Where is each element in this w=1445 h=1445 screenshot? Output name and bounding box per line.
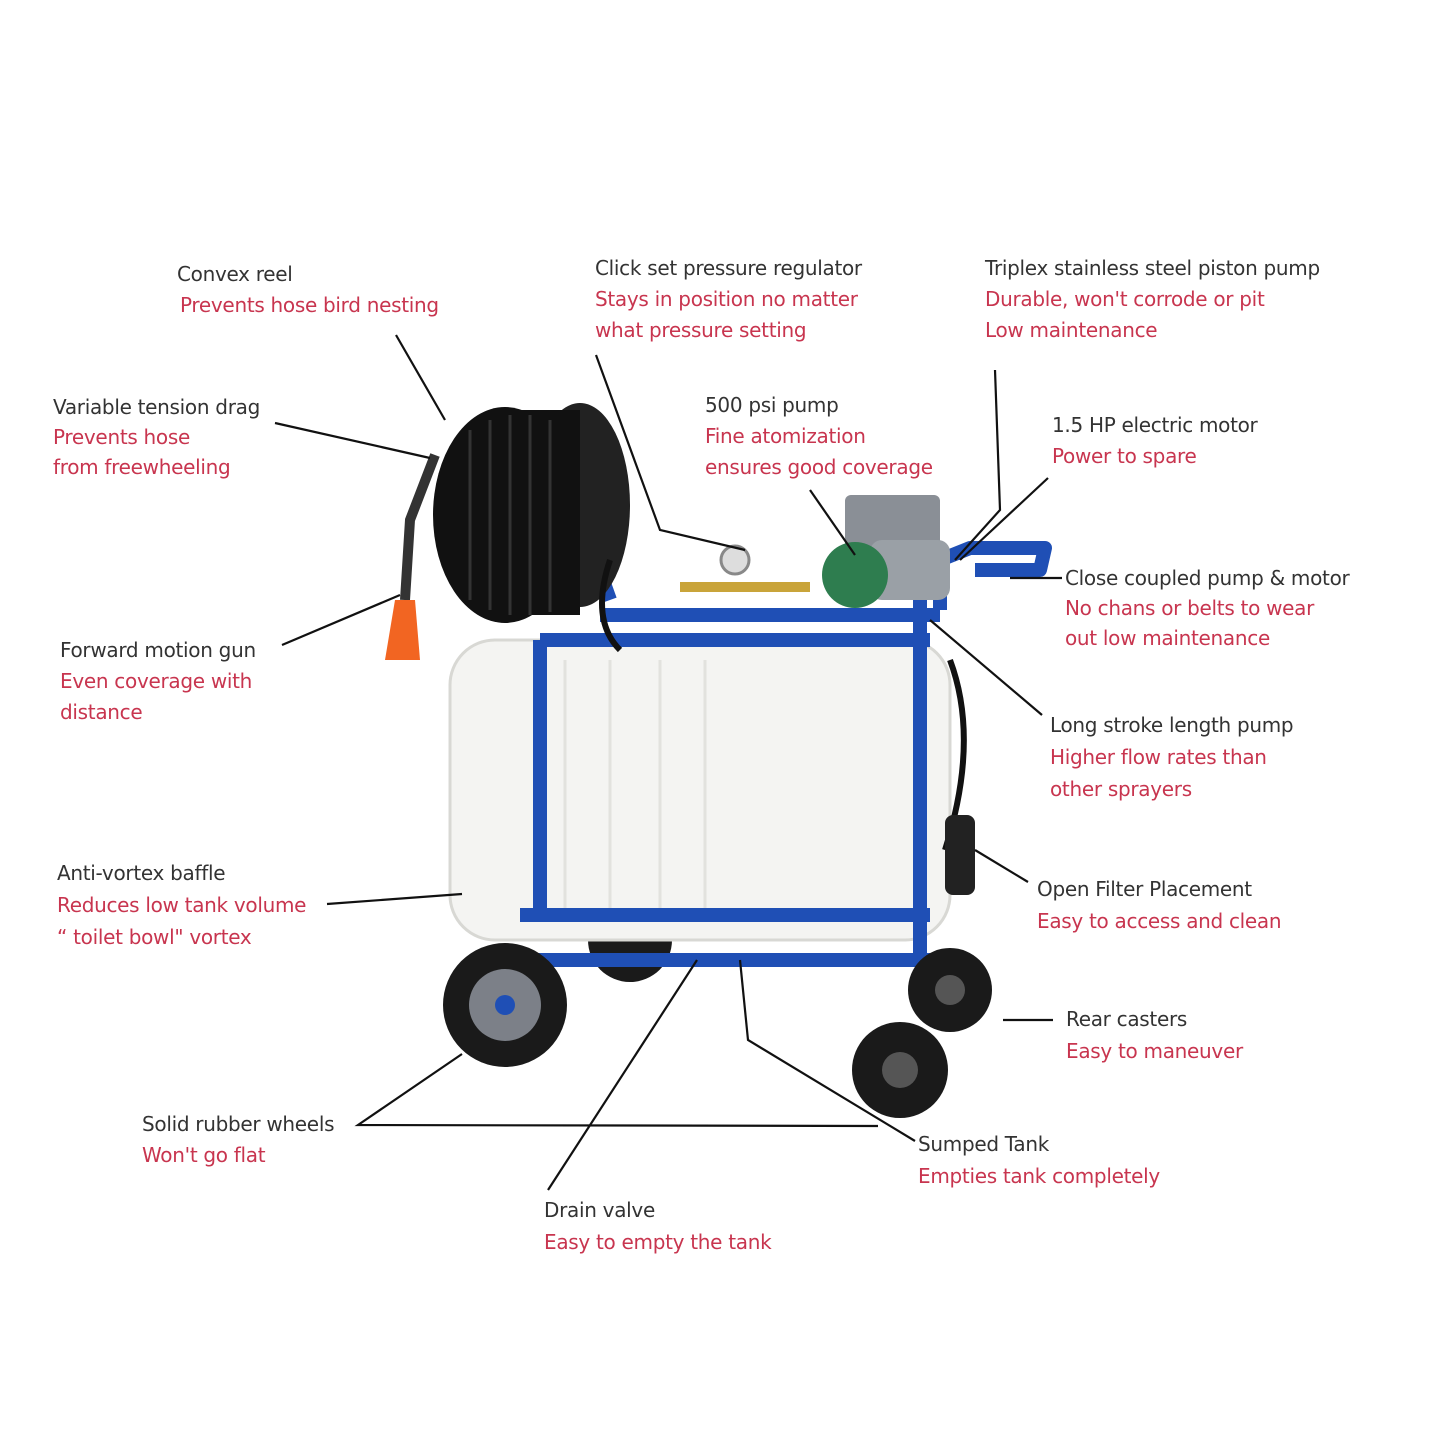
callout-anti-vortex: Anti-vortex baffle Reduces low tank volu… <box>57 857 306 953</box>
hose-reel <box>433 403 630 623</box>
callout-line: No chans or belts to wear <box>1065 596 1315 620</box>
filter <box>945 815 975 895</box>
callout-title: Sumped Tank <box>918 1132 1050 1156</box>
callout-rear-casters: Rear casters Easy to maneuver <box>1066 1003 1243 1067</box>
frame <box>510 600 940 967</box>
callout-forward-gun: Forward motion gun Even coverage with di… <box>60 635 256 728</box>
callout-electric-motor: 1.5 HP electric motor Power to spare <box>1052 410 1258 472</box>
callout-line: Prevents hose bird nesting <box>180 293 439 317</box>
pressure-gauge <box>719 544 751 576</box>
callout-line: Stays in position no matter <box>595 287 858 311</box>
callout-line: other sprayers <box>1050 777 1192 801</box>
callout-line: out low maintenance <box>1065 626 1270 650</box>
callout-title: Variable tension drag <box>53 395 260 419</box>
callout-triplex-pump: Triplex stainless steel piston pump Dura… <box>985 253 1320 346</box>
pump <box>822 542 888 608</box>
callout-psi-pump: 500 psi pump Fine atomization ensures go… <box>705 390 933 483</box>
callout-title: Click set pressure regulator <box>595 256 862 280</box>
leader-lines <box>274 334 1062 1191</box>
callout-rubber-wheels: Solid rubber wheels Won't go flat <box>142 1109 335 1171</box>
callout-long-stroke: Long stroke length pump Higher flow rate… <box>1050 709 1294 805</box>
callout-line: Durable, won't corrode or pit <box>985 287 1265 311</box>
front-wheel <box>443 943 567 1067</box>
callout-title: Convex reel <box>177 262 293 286</box>
callout-line: ensures good coverage <box>705 455 933 479</box>
callout-title: Open Filter Placement <box>1037 877 1252 901</box>
callout-title: Long stroke length pump <box>1050 713 1294 737</box>
callout-title: Anti-vortex baffle <box>57 861 226 885</box>
callout-title: Rear casters <box>1066 1007 1187 1031</box>
callout-line: Won't go flat <box>142 1143 266 1167</box>
callout-line: Fine atomization <box>705 424 866 448</box>
callout-line: Empties tank completely <box>918 1164 1160 1188</box>
callout-open-filter: Open Filter Placement Easy to access and… <box>1037 873 1282 937</box>
callout-line: Power to spare <box>1052 444 1197 468</box>
callout-line: “ toilet bowl" vortex <box>57 925 252 949</box>
callout-title: Close coupled pump & motor <box>1065 566 1350 590</box>
callout-line: from freewheeling <box>53 455 231 479</box>
callout-title: 500 psi pump <box>705 393 839 417</box>
callout-title: Forward motion gun <box>60 638 256 662</box>
callout-close-coupled: Close coupled pump & motor No chans or b… <box>1065 563 1350 653</box>
spray-nozzle <box>385 600 420 660</box>
callout-line: Higher flow rates than <box>1050 745 1267 769</box>
callout-line: Easy to access and clean <box>1037 909 1282 933</box>
callout-line: Prevents hose <box>53 425 190 449</box>
callout-tension-drag: Variable tension drag Prevents hose from… <box>53 392 260 482</box>
callout-title: Drain valve <box>544 1198 655 1222</box>
rear-caster <box>852 948 992 1118</box>
callout-title: Solid rubber wheels <box>142 1112 335 1136</box>
callout-title: Triplex stainless steel piston pump <box>985 256 1320 280</box>
callout-line: distance <box>60 700 143 724</box>
spray-gun <box>400 453 440 601</box>
callout-sumped-tank: Sumped Tank Empties tank completely <box>918 1128 1160 1192</box>
callout-convex-reel: Convex reel Prevents hose bird nesting <box>177 259 439 321</box>
callout-line: Low maintenance <box>985 318 1158 342</box>
callout-line: Easy to empty the tank <box>544 1230 772 1254</box>
tank <box>448 638 952 942</box>
callout-title: 1.5 HP electric motor <box>1052 413 1258 437</box>
callout-line: Reduces low tank volume <box>57 893 307 917</box>
callout-line: what pressure setting <box>595 318 807 342</box>
callout-line: Even coverage with <box>60 669 253 693</box>
callout-drain-valve: Drain valve Easy to empty the tank <box>544 1194 772 1258</box>
callout-line: Easy to maneuver <box>1066 1039 1243 1063</box>
callout-pressure-regulator: Click set pressure regulator Stays in po… <box>595 253 862 346</box>
